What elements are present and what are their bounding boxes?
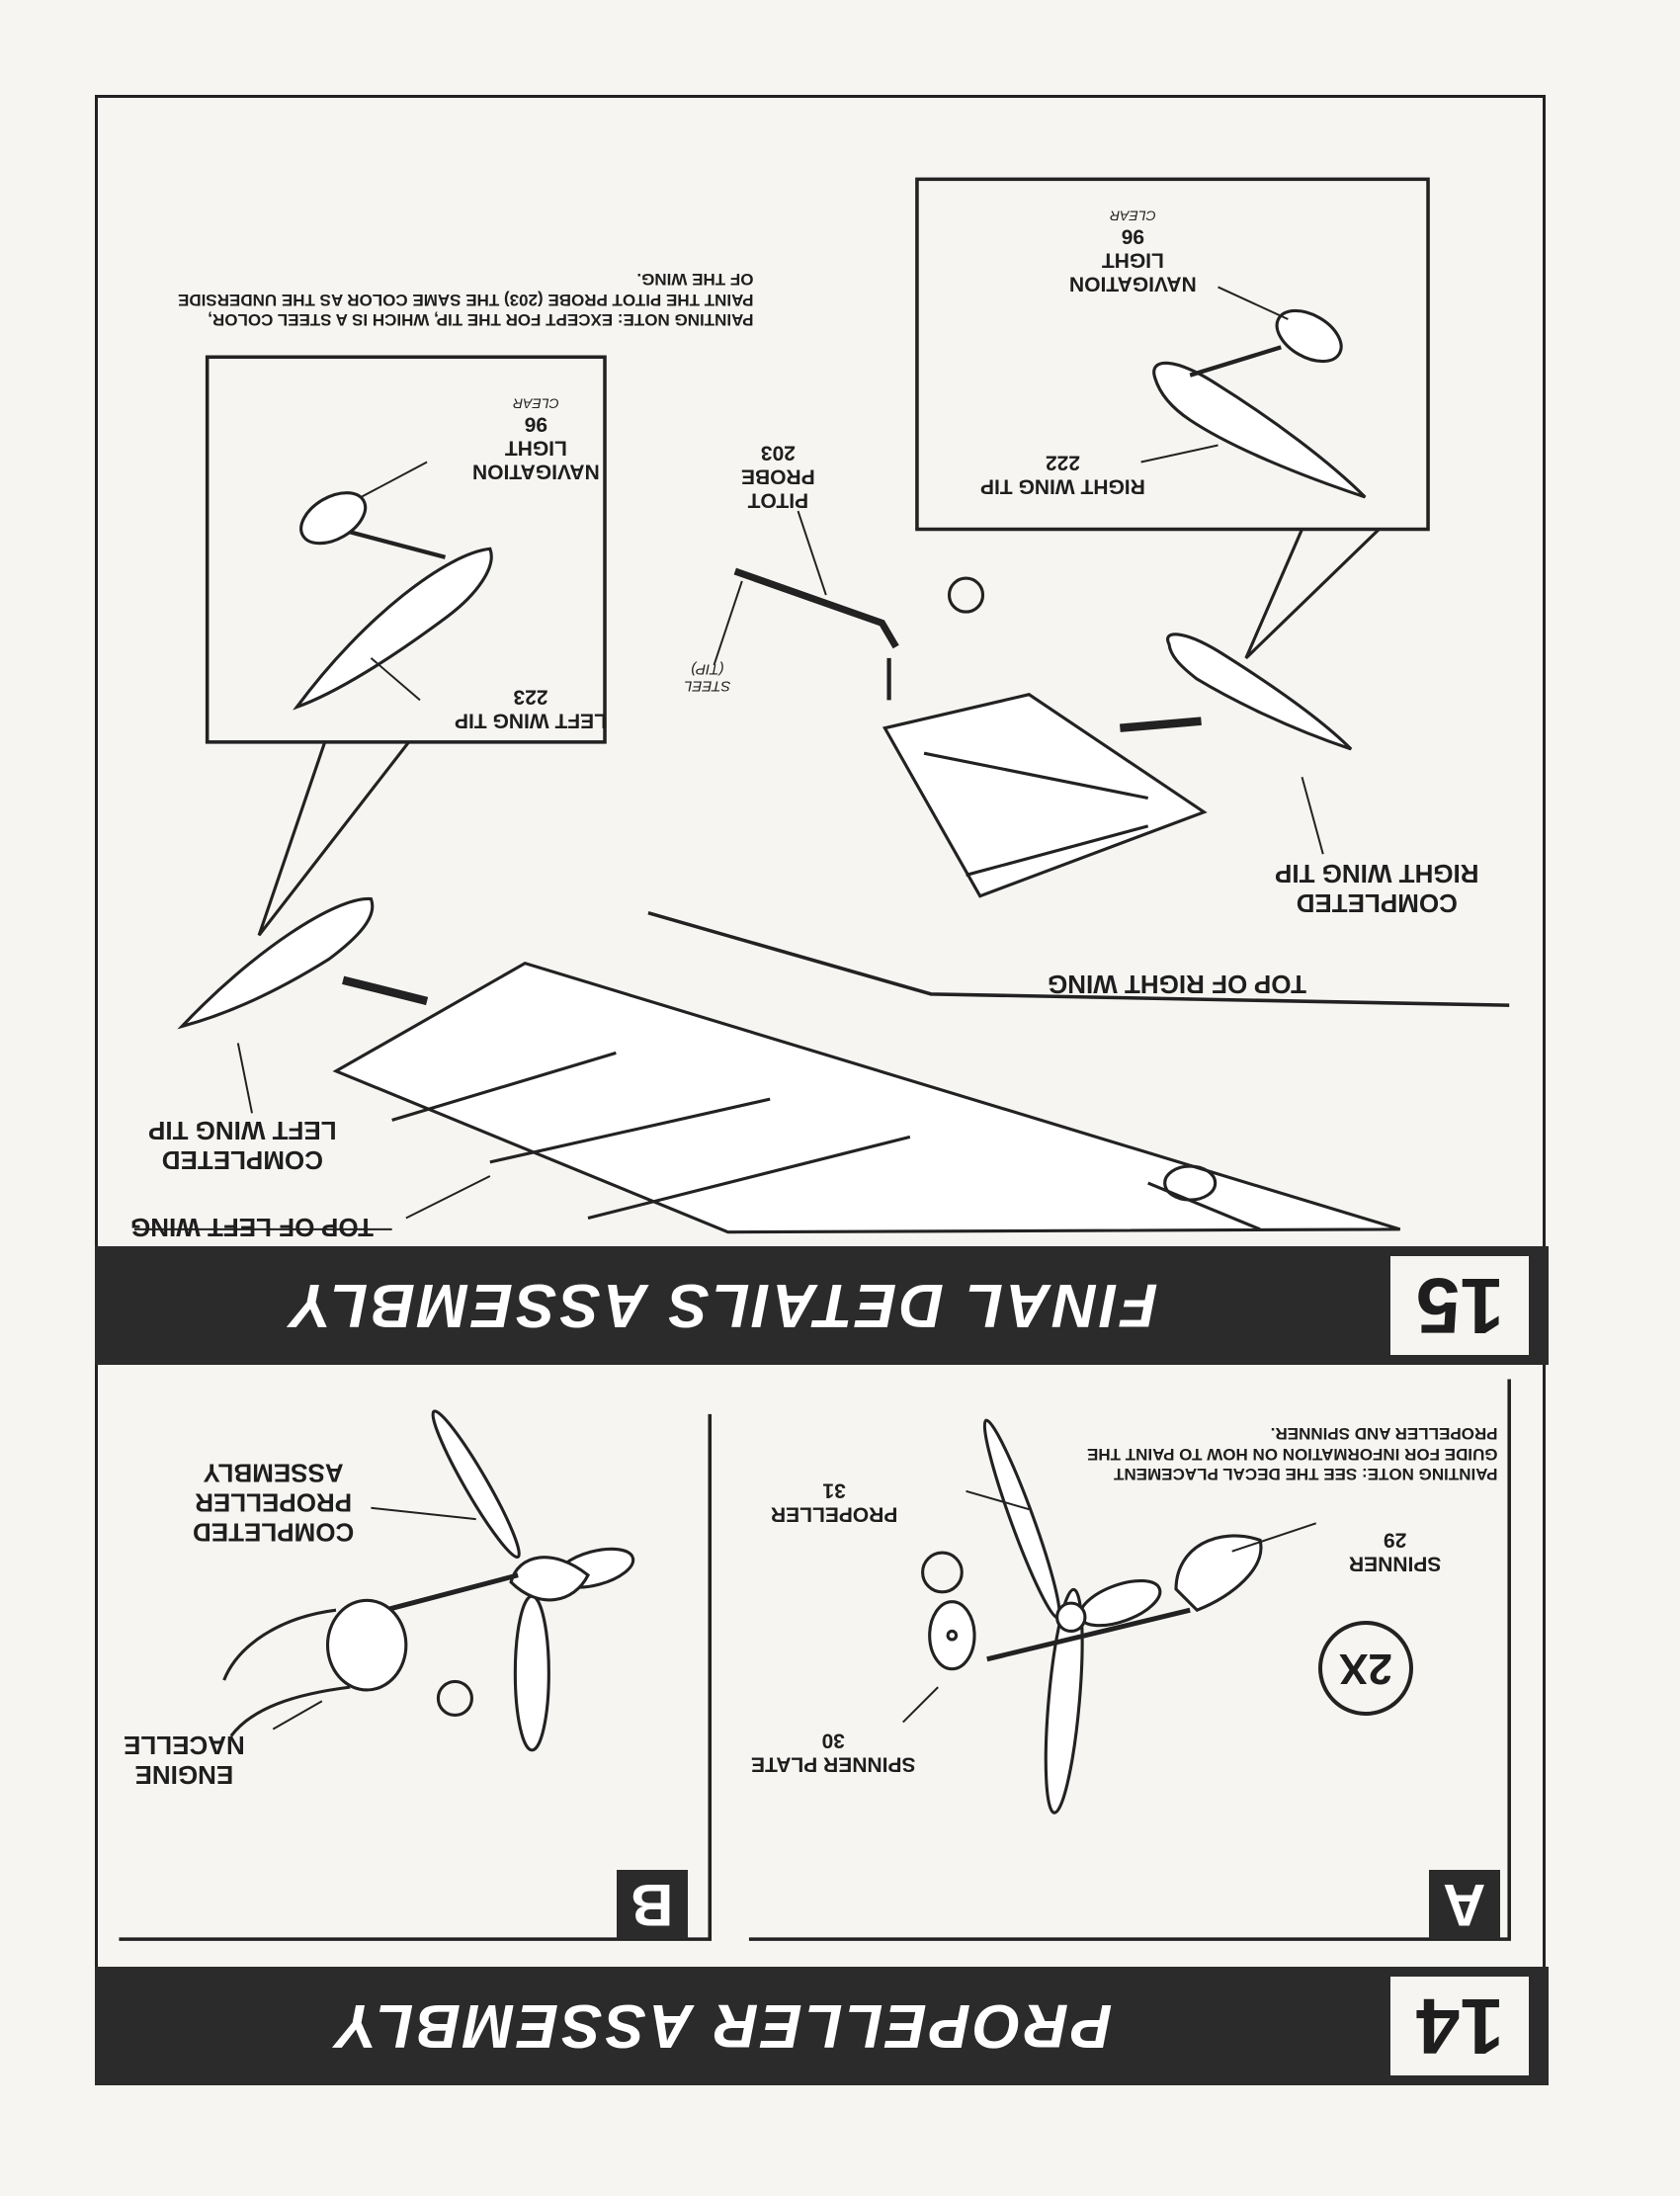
completed-right-wing-tip-label: COMPLETED RIGHT WING TIP	[1275, 858, 1479, 918]
left-wing-tip-part	[293, 547, 493, 711]
label-line: SPINNER	[1349, 1552, 1442, 1575]
step-14-number: 14	[1415, 1983, 1504, 2070]
part-number: 31	[822, 1478, 846, 1502]
part-number: 203	[760, 441, 796, 465]
part-number: 223	[513, 685, 548, 709]
part-number: 30	[821, 1729, 845, 1752]
panel-b-border	[119, 1413, 713, 1941]
label-line: PROPELLER	[195, 1487, 353, 1518]
label-line: LIGHT	[504, 436, 567, 460]
step-14-title: PROPELLER ASSEMBLY	[333, 1991, 1113, 2061]
label-line: PROBE	[741, 465, 815, 488]
label-line: PROPELLER	[771, 1502, 898, 1526]
pitot-painting-note: PAINTING NOTE: EXCEPT FOR THE TIP, WHICH…	[178, 269, 753, 329]
spinner-plate-label: SPINNER PLATE 30	[751, 1728, 915, 1775]
left-wing-tip-label: LEFT WING TIP 223	[455, 684, 607, 731]
step-14-banner: 14 PROPELLER ASSEMBLY	[95, 1967, 1549, 2085]
label-line: RIGHT WING TIP	[1275, 858, 1479, 888]
note-line: PAINTING NOTE: EXCEPT FOR THE TIP, WHICH…	[208, 310, 754, 330]
completed-left-wing-tip	[177, 896, 375, 1030]
label-line: SPINNER PLATE	[751, 1752, 916, 1776]
quantity-2x-badge: 2X	[1318, 1621, 1413, 1716]
right-nav-light-part	[1275, 308, 1343, 364]
spinner-label: SPINNER 29	[1349, 1527, 1441, 1574]
part-number: 29	[1384, 1528, 1407, 1552]
note-line: OF THE WING.	[636, 270, 754, 290]
label-line: STEEL	[684, 677, 731, 695]
left-nav-light-part	[299, 491, 368, 546]
label-line: LIGHT	[1101, 248, 1164, 272]
completed-left-wing-tip-label: COMPLETED LEFT WING TIP	[148, 1115, 337, 1175]
top-of-right-wing-label: TOP OF RIGHT WING	[1048, 969, 1306, 999]
completed-propeller-assembly-label: COMPLETED PROPELLER ASSEMBLY	[193, 1458, 355, 1548]
right-wing-drawing	[882, 693, 1208, 898]
engine-nacelle-label: ENGINE NACELLE	[124, 1730, 245, 1790]
step-15-title: FINAL DETAILS ASSEMBLY	[288, 1271, 1158, 1340]
label-line: NACELLE	[124, 1730, 245, 1760]
panel-a-border	[748, 1379, 1511, 1941]
left-wing-drawing	[332, 962, 1401, 1234]
label-line: (TIP)	[691, 660, 724, 678]
label-line: PITOT	[747, 488, 809, 512]
note-line: PROPELLER AND SPINNER.	[1270, 1424, 1498, 1444]
label-line: ENGINE	[134, 1759, 234, 1790]
propeller-painting-note: PAINTING NOTE: SEE THE DECAL PLACEMENT G…	[1087, 1423, 1498, 1483]
right-wing-tip-part	[1152, 361, 1367, 499]
sub-step-b-letter: B	[630, 1871, 674, 1938]
top-of-left-wing-label: TOP OF LEFT WING	[130, 1212, 375, 1242]
part-number: 96	[1121, 224, 1145, 248]
part-number: 96	[524, 412, 548, 436]
label-line: LEFT WING TIP	[148, 1115, 337, 1145]
pitot-probe-label: PITOT PROBE 203	[741, 440, 815, 511]
quantity-text: 2X	[1339, 1645, 1392, 1693]
completed-right-wing-tip	[1166, 633, 1353, 751]
no-glue-icon	[921, 1551, 964, 1594]
propeller-label: PROPELLER 31	[771, 1478, 897, 1525]
right-inset-box	[915, 177, 1430, 659]
label-line: COMPLETED	[193, 1517, 355, 1548]
propeller-a-drawing	[902, 1418, 1317, 1815]
sub-step-a-letter: A	[1443, 1871, 1486, 1938]
label-line: RIGHT WING TIP	[980, 474, 1145, 498]
label-line: LEFT WING TIP	[455, 709, 607, 732]
propeller-b-drawing	[222, 1409, 635, 1752]
label-line: ASSEMBLY	[203, 1458, 344, 1488]
glue-icon	[947, 576, 985, 614]
color-note: CLEAR	[513, 395, 559, 412]
label-line: COMPLETED	[1296, 887, 1458, 918]
label-line: COMPLETED	[161, 1144, 323, 1175]
note-line: PAINT THE PITOT PROBE (203) THE SAME COL…	[178, 290, 754, 309]
step-15-number-box: 15	[1390, 1256, 1529, 1355]
steel-tip-label: STEEL (TIP)	[684, 660, 731, 695]
pitot-probe-part	[733, 567, 899, 649]
right-nav-light-label: NAVIGATION LIGHT 96 CLEAR	[1069, 208, 1197, 296]
label-line: NAVIGATION	[1069, 272, 1197, 296]
left-inset-box	[205, 355, 607, 937]
sub-step-b-badge: B	[617, 1870, 688, 1939]
step-15-number: 15	[1415, 1262, 1504, 1350]
step-14-number-box: 14	[1390, 1977, 1529, 2075]
label-line: NAVIGATION	[472, 460, 600, 483]
left-nav-light-label: NAVIGATION LIGHT 96 CLEAR	[472, 395, 600, 483]
color-note: CLEAR	[1110, 208, 1156, 224]
part-number: 222	[1045, 451, 1080, 474]
right-wing-tip-label: RIGHT WING TIP 222	[980, 450, 1145, 497]
note-line: GUIDE FOR INFORMATION ON HOW TO PAINT TH…	[1087, 1444, 1498, 1464]
note-line: PAINTING NOTE: SEE THE DECAL PLACEMENT	[1114, 1465, 1498, 1484]
no-glue-icon-b	[436, 1679, 473, 1718]
step-15-banner: 15 FINAL DETAILS ASSEMBLY	[95, 1246, 1549, 1365]
sub-step-a-badge: A	[1429, 1870, 1500, 1939]
